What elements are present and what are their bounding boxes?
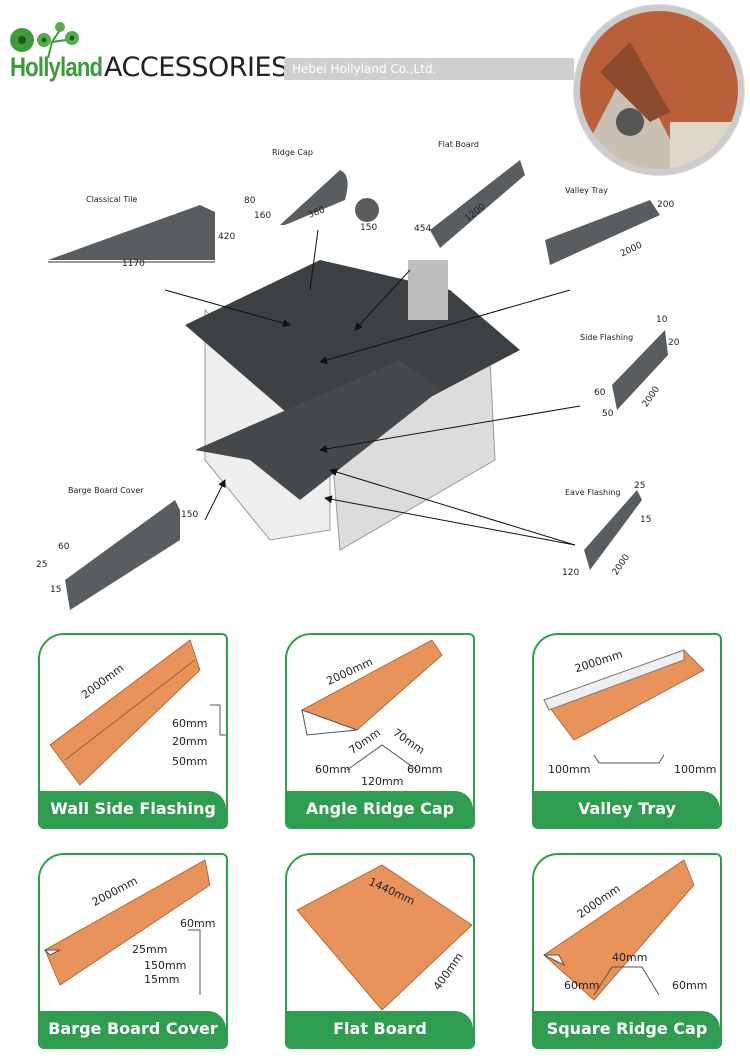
product-card-barge-board-cover: 2000mm 60mm 25mm 150mm 15mm Barge Board … <box>38 853 228 1049</box>
eave-flashing-shape <box>584 490 642 570</box>
flat-board-shape <box>430 160 525 248</box>
flat-board-width: 454 <box>414 224 432 234</box>
dim-label: 60mm <box>672 979 708 992</box>
barge-board-label: Barge Board Cover <box>68 486 144 495</box>
barge-board-shape <box>65 500 180 610</box>
ridge-cap-diameter: 150 <box>360 223 378 233</box>
eave-flashing-dim: 120 <box>562 568 580 578</box>
company-banner: Hebei Hollyland Co.,Ltd. <box>284 58 574 80</box>
dim-label: 15mm <box>144 973 180 986</box>
classical-tile-shape <box>48 205 215 260</box>
barge-board-dim: 25 <box>36 560 48 570</box>
side-flashing-dim: 50 <box>602 409 614 419</box>
side-flashing-label: Side Flashing <box>580 333 634 342</box>
logo-icon <box>10 22 79 58</box>
dim-label: 150mm <box>144 959 187 972</box>
dim-label: 60mm <box>407 763 443 776</box>
brand-name: Hollyland <box>10 52 103 82</box>
dim-label: 60mm <box>315 763 351 776</box>
ridge-cap-shape <box>280 170 348 225</box>
dim-label: 100mm <box>548 763 591 776</box>
ridge-cap-dim: 80 <box>244 196 256 206</box>
page-title: ACCESSORIES <box>104 52 288 83</box>
product-name: Wall Side Flashing <box>40 791 226 827</box>
dim-label: 20mm <box>172 735 208 748</box>
dim-label: 120mm <box>361 775 404 788</box>
dim-label: 60mm <box>564 979 600 992</box>
flat-board-label: Flat Board <box>438 140 479 149</box>
eave-flashing-dim: 15 <box>640 515 652 525</box>
dim-label: 60mm <box>180 917 216 930</box>
side-flashing-shape <box>612 330 668 410</box>
product-name: Valley Tray <box>534 791 720 827</box>
classical-tile-label: Classical Tile <box>86 195 138 204</box>
side-flashing-dim: 10 <box>656 315 668 325</box>
barge-board-dim: 150 <box>181 510 199 520</box>
dim-label: 25mm <box>132 943 168 956</box>
product-card-valley-tray: 2000mm 100mm 100mm Valley Tray <box>532 633 722 829</box>
product-card-wall-side-flashing: 2000mm 60mm 20mm 50mm Wall Side Flashing <box>38 633 228 829</box>
product-card-flat-board: 1440mm 400mm Flat Board <box>285 853 475 1049</box>
barge-board-dim: 15 <box>50 585 62 595</box>
side-flashing-dim: 60 <box>594 388 606 398</box>
valley-tray-label: Valley Tray <box>565 186 609 195</box>
dim-label: 60mm <box>172 717 208 730</box>
product-card-angle-ridge-cap: 2000mm 70mm 70mm 60mm 120mm 60mm Angle R… <box>285 633 475 829</box>
ridge-cap-dim: 160 <box>254 211 272 221</box>
valley-tray-width: 200 <box>657 200 675 210</box>
dim-label: 40mm <box>612 951 648 964</box>
ridge-cap-label: Ridge Cap <box>272 148 313 157</box>
product-card-square-ridge-cap: 2000mm 40mm 60mm 60mm Square Ridge Cap <box>532 853 722 1049</box>
dim-label: 50mm <box>172 755 208 768</box>
barge-board-dim: 60 <box>58 542 70 552</box>
product-name: Flat Board <box>287 1011 473 1047</box>
eave-flashing-dim: 25 <box>634 481 646 491</box>
product-name: Square Ridge Cap <box>534 1011 720 1047</box>
classical-tile-height: 420 <box>218 232 236 242</box>
side-flashing-dim: 20 <box>668 338 680 348</box>
roof-diagram <box>48 160 668 610</box>
product-name: Angle Ridge Cap <box>287 791 473 827</box>
roof-photo <box>573 4 745 176</box>
eave-flashing-label: Eave Flashing <box>565 488 621 497</box>
valley-tray-shape <box>545 200 660 265</box>
dim-label: 100mm <box>674 763 717 776</box>
product-name: Barge Board Cover <box>40 1011 226 1047</box>
classical-tile-width: 1170 <box>122 259 145 269</box>
